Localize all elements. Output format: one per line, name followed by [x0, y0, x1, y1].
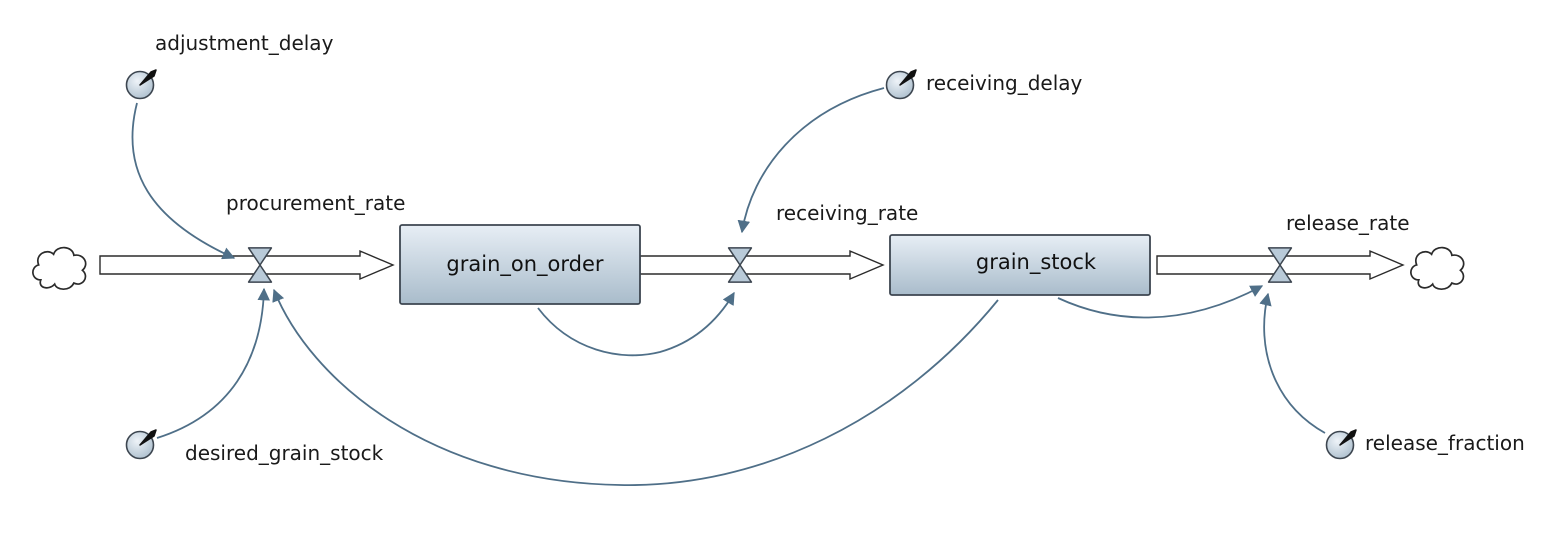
link-adjustment-delay-to-procurement — [131, 102, 236, 260]
source-cloud-icon — [32, 246, 87, 291]
information-links — [131, 87, 1326, 486]
label-release-fraction: release_fraction — [1365, 431, 1525, 455]
label-procurement-rate: procurement_rate — [226, 191, 405, 215]
label-receiving-rate: receiving_rate — [776, 201, 918, 225]
label-receiving-delay: receiving_delay — [926, 71, 1083, 95]
release-fraction-auxiliary-icon[interactable] — [1325, 429, 1357, 460]
stock-grain-stock[interactable]: grain_stock — [889, 234, 1151, 296]
flow-pipe-procurement — [99, 249, 395, 281]
stock-grain-on-order[interactable]: grain_on_order — [399, 224, 641, 305]
flow-pipe-receiving — [639, 249, 885, 281]
sink-cloud-icon — [1410, 246, 1465, 291]
link-grain-stock-to-release — [1057, 285, 1264, 319]
link-grain-on-order-to-receiving — [537, 291, 735, 357]
stock-label-grain-stock: grain_stock — [976, 250, 1097, 275]
link-release-fraction-to-release — [1259, 292, 1326, 434]
receiving-delay-auxiliary-icon[interactable] — [885, 69, 917, 100]
link-grain-stock-to-procurement — [272, 288, 999, 486]
adjustment-delay-auxiliary-icon[interactable] — [125, 69, 157, 100]
link-receiving-delay-to-receiving — [737, 87, 885, 234]
desired-grain-stock-auxiliary-icon[interactable] — [125, 429, 157, 460]
label-adjustment-delay: adjustment_delay — [155, 31, 334, 55]
stock-label-grain-on-order: grain_on_order — [446, 252, 603, 277]
link-desired-grain-stock-to-procurement — [156, 287, 270, 439]
label-desired-grain-stock: desired_grain_stock — [185, 441, 384, 465]
label-release-rate: release_rate — [1286, 211, 1410, 235]
